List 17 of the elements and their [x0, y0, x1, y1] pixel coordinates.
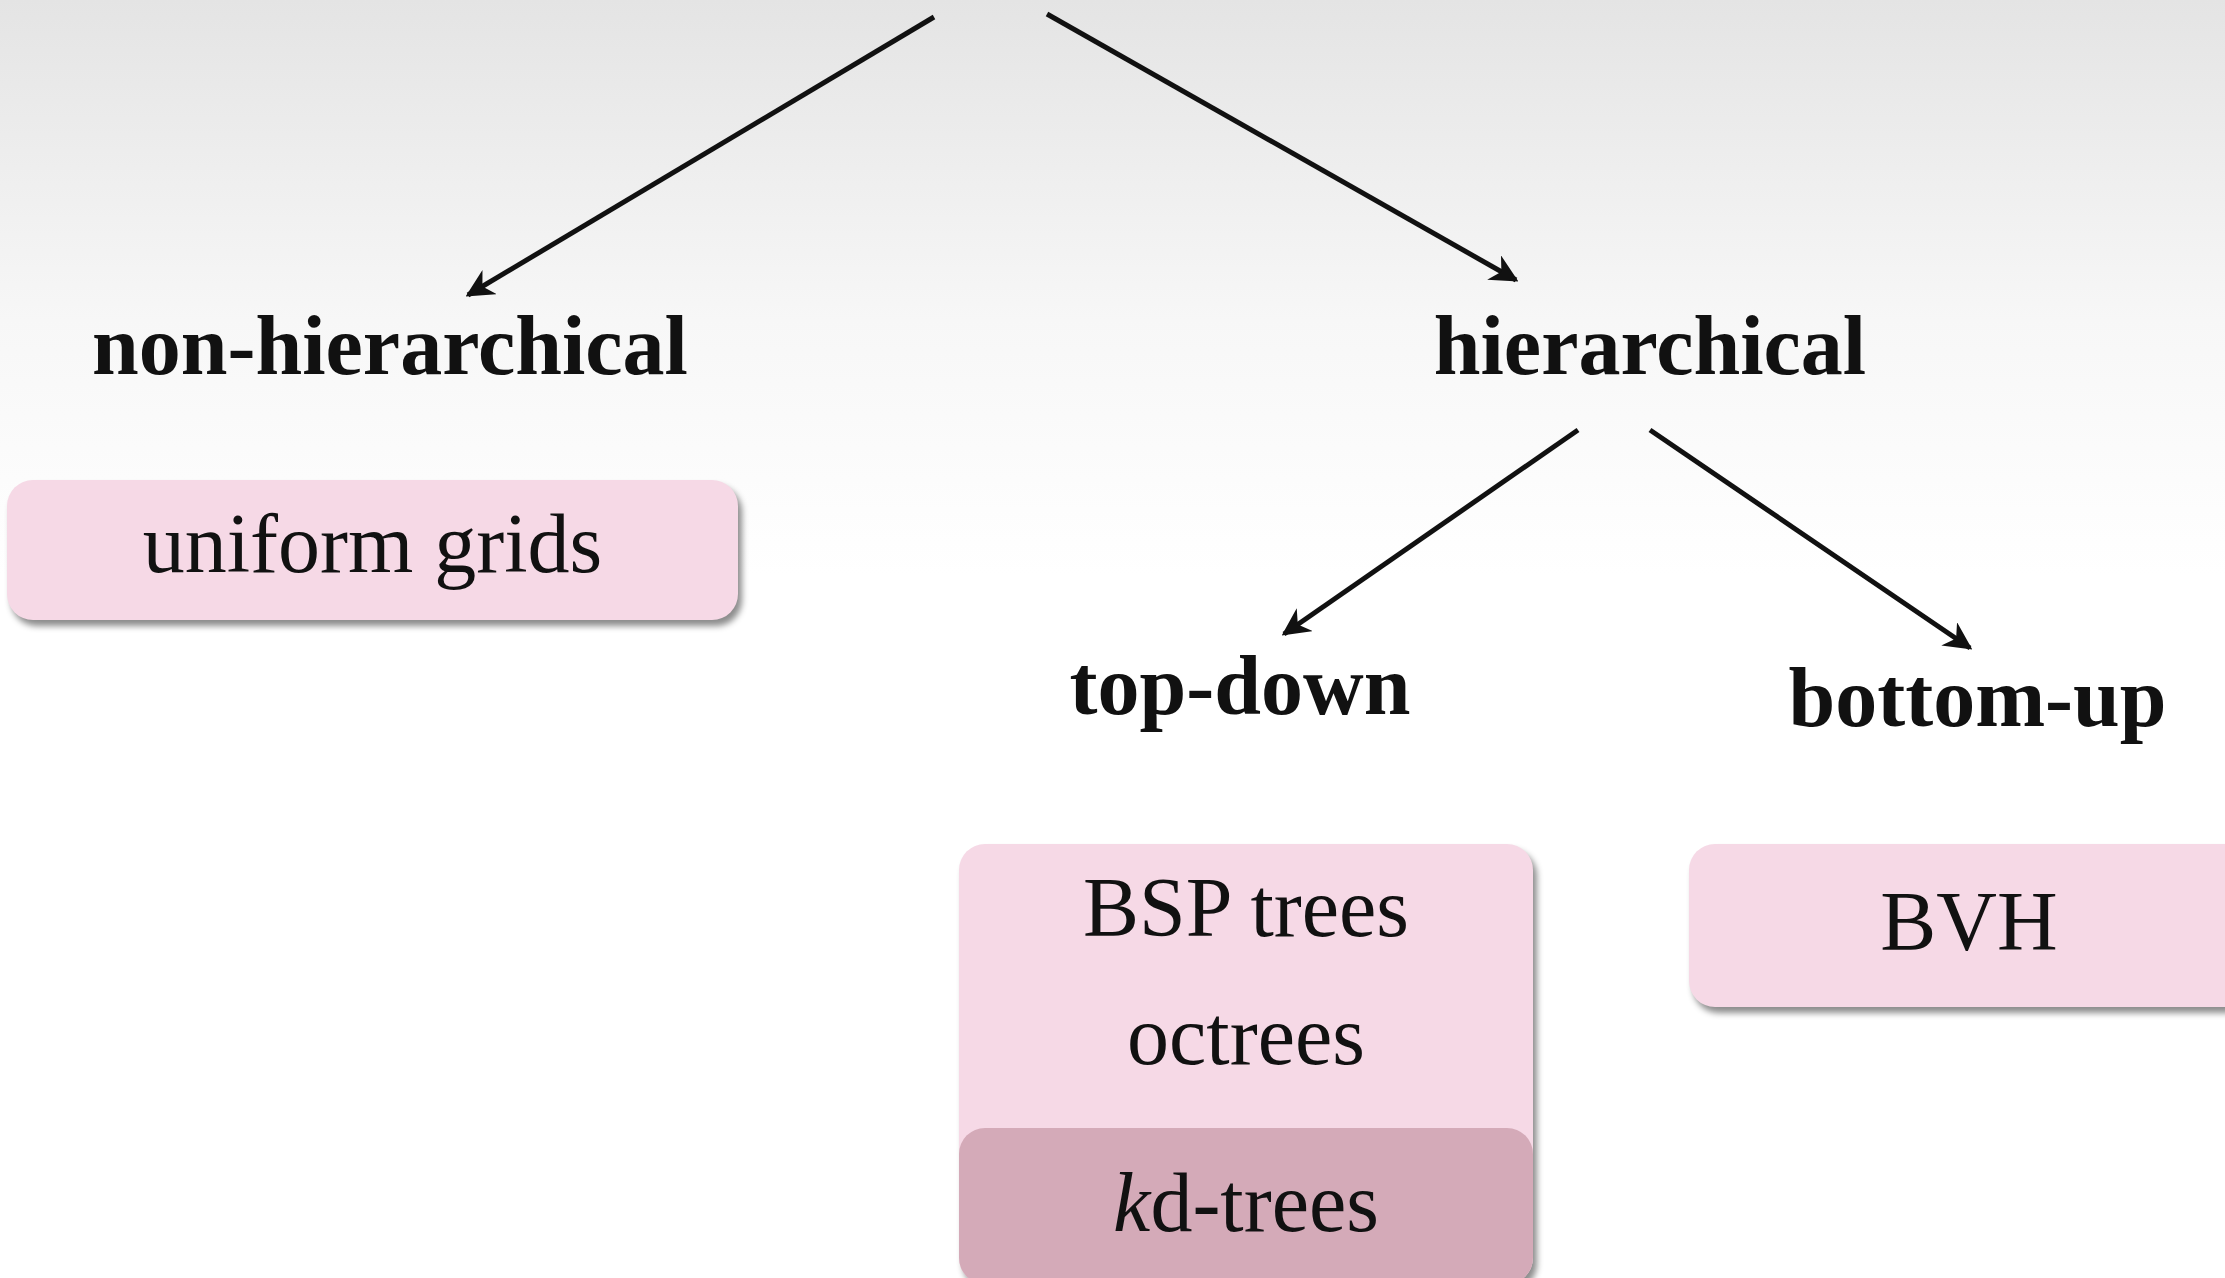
arrow [1281, 427, 1580, 637]
structure-label: kd-trees [1113, 1155, 1379, 1251]
structure-box [1689, 844, 2225, 1007]
structure-box [959, 844, 1533, 1278]
arrow [1648, 427, 1973, 651]
category-heading: bottom-up [1740, 648, 2215, 758]
structure-label: octrees [1127, 988, 1365, 1084]
structure-label: BVH [1880, 874, 2058, 970]
highlight-band [959, 1128, 1533, 1278]
structure-label: uniform grids [142, 496, 603, 592]
arrow [465, 14, 936, 298]
category-heading: non-hierarchical [20, 296, 760, 406]
structure-box [7, 480, 738, 620]
structure-label: BSP trees [1083, 860, 1409, 956]
arrow [1045, 11, 1519, 283]
category-heading: hierarchical [1380, 296, 1920, 406]
category-heading: top-down [1020, 636, 1460, 746]
